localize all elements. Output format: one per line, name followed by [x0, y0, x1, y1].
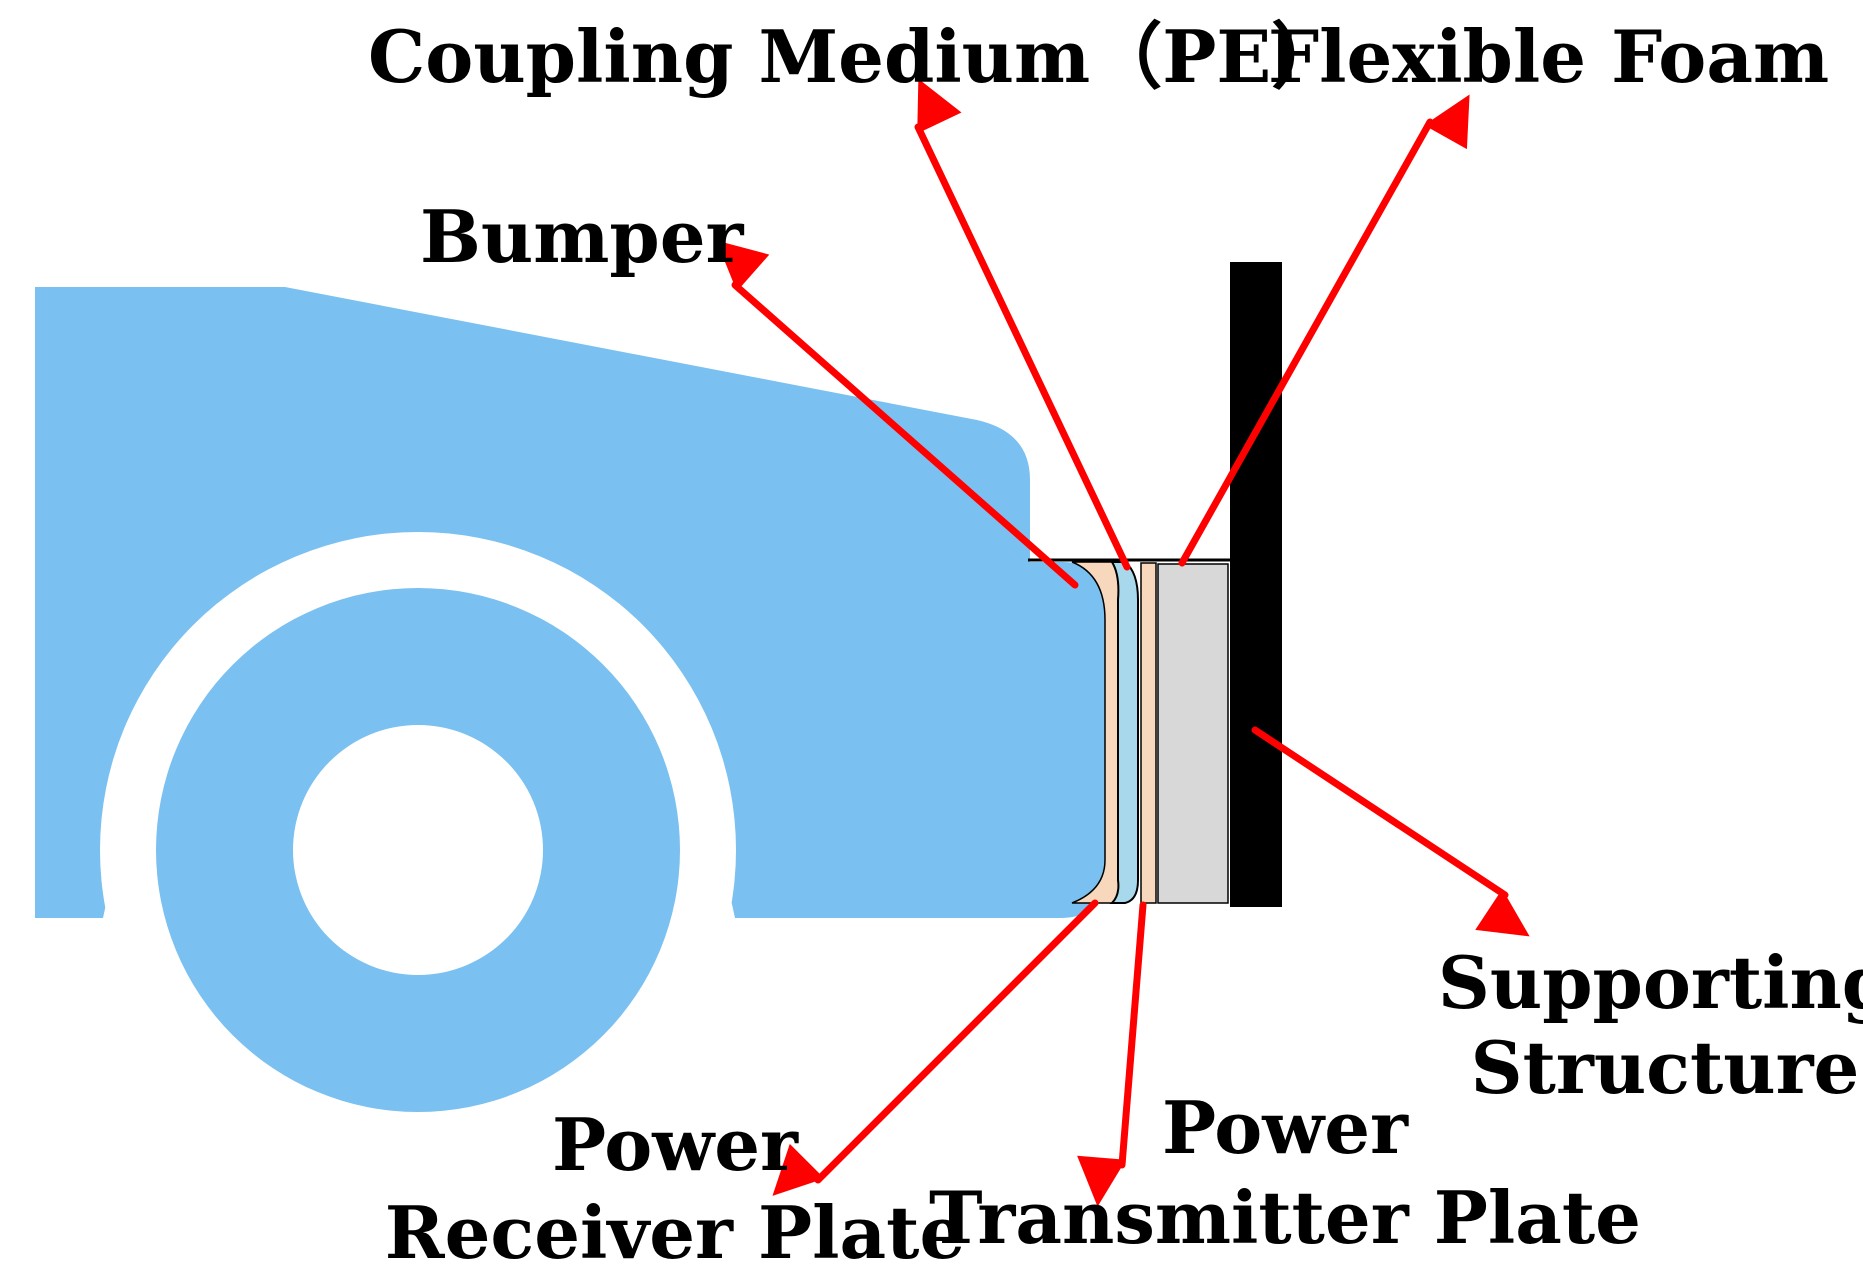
power-transmitter-plate [1140, 562, 1157, 904]
supporting-structure-bar [1230, 262, 1282, 907]
flexible-foam-block [1157, 563, 1229, 904]
label-flexible-foam: Flexible Foam [1268, 14, 1829, 99]
label-power-transmitter-line2: Transmitter Plate [929, 1175, 1641, 1260]
arrow-to-flexible-foam-label [1178, 94, 1470, 567]
arrow-to-power-receiver-label [772, 899, 1099, 1196]
label-supporting-structure-line2: Structure [1471, 1025, 1860, 1110]
arrow-to-supporting-structure-label [1251, 726, 1530, 937]
label-bumper: Bumper [420, 194, 745, 279]
arrow-to-coupling-medium-label [914, 78, 1131, 571]
arrow-to-power-transmitter-label [1077, 901, 1147, 1207]
coupling-medium-layer [1109, 561, 1139, 904]
arrow-to-bumper-label [716, 240, 1079, 589]
label-supporting-structure-line1: Supporting [1438, 940, 1863, 1025]
label-coupling-medium: Coupling Medium（PE） [368, 14, 1343, 99]
wheel-hub [293, 725, 543, 975]
label-power-receiver-line2: Receiver Plate [385, 1190, 966, 1273]
label-power-receiver-line1: Power [552, 1102, 799, 1187]
label-power-transmitter-line1: Power [1162, 1085, 1409, 1170]
